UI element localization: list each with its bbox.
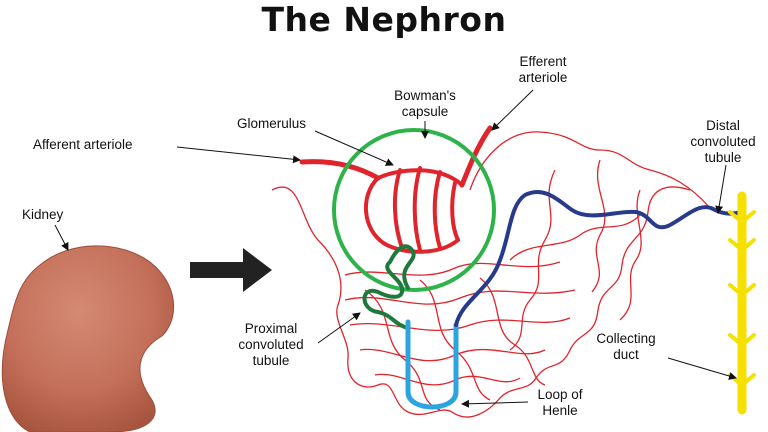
label-efferent-arteriole: Efferent arteriole [518, 54, 568, 85]
label-glomerulus: Glomerulus [237, 116, 307, 131]
label-kidney: Kidney [22, 207, 64, 222]
glomerulus [364, 166, 464, 254]
proximal-convoluted-tubule [362, 244, 416, 330]
label-collecting-duct: Collecting duct [596, 331, 656, 362]
big-arrow-icon [190, 248, 272, 292]
label-bowmans-capsule: Bowman's capsule [394, 88, 456, 119]
kidney-shape [1, 245, 175, 432]
distal-convoluted-tubule [454, 190, 742, 327]
bowmans-capsule [332, 128, 496, 292]
label-loop-of-henle: Loop of Henle [537, 387, 583, 418]
capillary-network [271, 131, 711, 418]
afferent-arteriole [299, 159, 381, 181]
loop-of-henle [405, 319, 459, 410]
page-title: The Nephron [261, 0, 507, 39]
label-afferent-arteriole: Afferent arteriole [33, 137, 133, 152]
label-distal-convoluted-tubule: Distal convoluted tubule [690, 118, 756, 165]
pointer-lines [54, 89, 737, 408]
collecting-duct [728, 191, 756, 415]
label-proximal-convoluted-tubule: Proximal convoluted tubule [238, 321, 304, 368]
